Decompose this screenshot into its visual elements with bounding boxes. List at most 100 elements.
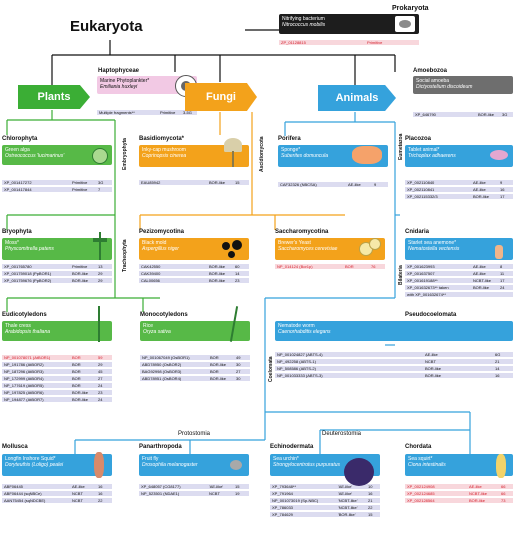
saccharomycotina-title: Saccharomycotina: [275, 229, 329, 235]
table-row: XP_786033'NCBT-like'22: [270, 505, 380, 510]
sea-urchin-image: [340, 452, 378, 492]
black-mold-image: [220, 238, 248, 260]
prokaryota-common-name: Nitrifying bacterium: [282, 16, 325, 22]
eumetazoa-label: Eumetazoa: [398, 133, 404, 160]
pezizomycotina-card: Black mold Aspergillus niger: [139, 238, 249, 260]
cnidaria-title: Cnidaria: [405, 229, 430, 235]
prokaryota-card: Nitrifying bacterium Nitrococcus mobilis: [279, 14, 419, 34]
panarthropoda-rows: XP_648057 (CG8177)'AE-like'15 NP_523501 …: [139, 484, 249, 498]
moss-image: [90, 232, 110, 260]
animals-banner: Animals: [318, 85, 396, 111]
placozoa-card: Tablet animal* Trichoplax adhaerens: [405, 145, 513, 167]
echinodermata-title: Echinodermata: [270, 444, 314, 450]
thale-cress-image: [90, 306, 108, 342]
squid-image: [86, 452, 112, 478]
bryophyta-common-name: Moss*: [5, 240, 19, 246]
monocotyledons-species: Oryza sativa: [143, 329, 171, 335]
prokaryota-rows: ZP_01128815 Primitive: [279, 40, 419, 47]
eudicotyledons-species: Arabidopsis thaliana: [5, 329, 51, 335]
eukaryota-title: Eukaryota: [70, 18, 143, 35]
haptophyceae-common-name: Marine Phytoplankter*: [100, 78, 150, 84]
porifera-title: Porifera: [278, 136, 301, 142]
chlorophyta-species: Ostreococcus 'lucimarinus': [5, 153, 65, 159]
ascidiomycota-label: Ascidiomycota: [259, 136, 265, 172]
placozoa-title: Placozoa: [405, 136, 432, 142]
monocotyledons-title: Monocotyledons: [140, 312, 188, 318]
placozoa-common-name: Tablet animal*: [408, 147, 440, 153]
basidiomycota-card: Inky-cap mushroom Coprinopsis cinerea: [139, 145, 249, 167]
chordata-title: Chordata: [405, 444, 432, 450]
echinodermata-common-name: Sea urchin*: [273, 456, 299, 462]
bacterium-image: [395, 16, 415, 32]
amoebozoa-title: Amoebozoa: [413, 68, 448, 74]
plants-banner: Plants: [18, 85, 90, 109]
bryophyta-title: Bryophyta: [2, 229, 32, 235]
coelomata-label: Coelomata: [268, 356, 274, 382]
yeast-image: [357, 236, 383, 262]
prokaryota-species: Nitrococcus mobilis: [282, 22, 326, 28]
saccharomycotina-common-name: Brewer's Yeast: [278, 240, 311, 246]
mollusca-title: Mollusca: [2, 444, 28, 450]
rice-image: [225, 306, 243, 342]
bryophyta-card: Moss* Physcomitrella patens: [2, 238, 112, 260]
pezizomycotina-species: Aspergillus niger: [142, 246, 179, 252]
basidiomycota-title: Basidiomycota*: [139, 136, 185, 142]
chlorophyta-common-name: Green alga: [5, 147, 30, 153]
cnidaria-species: Nematostella vectensis: [408, 246, 460, 252]
pseudocoelomata-common-name: Nematode worm: [278, 323, 315, 329]
echinodermata-rows: XP_793648**'AE-like'10 XP_791964'AE-like…: [270, 484, 380, 519]
chordata-species: Ciona intestinalis: [408, 462, 446, 468]
eudicotyledons-common-name: Thale cress: [5, 323, 31, 329]
panarthropoda-species: Drosophila melanogaster: [142, 462, 198, 468]
table-row: XP_648057 (CG8177)'AE-like'15: [139, 484, 249, 489]
mollusca-common-name: Longfin Inshore Squid*: [5, 456, 56, 462]
haptophyceae-species: Emiliania huxleyi: [100, 84, 138, 90]
tracheophyta-label: Tracheophyta: [122, 239, 128, 272]
pseudocoelomata-title: Pseudocoelomata: [405, 312, 457, 318]
pseudocoelomata-species: Caenorhabditis elegans: [278, 329, 331, 335]
eudicotyledons-title: Eudicotyledons: [2, 312, 47, 318]
panarthropoda-card: Fruit fly Drosophila melanogaster: [139, 454, 249, 476]
fruit-fly-image: [222, 452, 248, 478]
chordata-card: Sea squirt* Ciona intestinalis: [405, 454, 513, 476]
table-row: XP_784629'BOR-like'15: [270, 512, 380, 517]
placozoa-species: Trichoplax adhaerens: [408, 153, 456, 159]
table-row: NP_001073019 (Sp-NBC)'NCBT-like'21: [270, 498, 380, 503]
porifera-common-name: Sponge*: [281, 147, 301, 153]
panarthropoda-title: Panarthropoda: [139, 444, 182, 450]
panarthropoda-common-name: Fruit fly: [142, 456, 159, 462]
cnidaria-card: Starlet sea anemone* Nematostella vecten…: [405, 238, 513, 260]
amoebozoa-rows: XP_646790 BOR-like 3G: [413, 112, 513, 119]
cnidaria-common-name: Starlet sea anemone*: [408, 240, 457, 246]
amoebozoa-row: XP_646790 BOR-like 3G: [413, 112, 513, 117]
bilateria-label: Bilateria: [398, 265, 404, 285]
